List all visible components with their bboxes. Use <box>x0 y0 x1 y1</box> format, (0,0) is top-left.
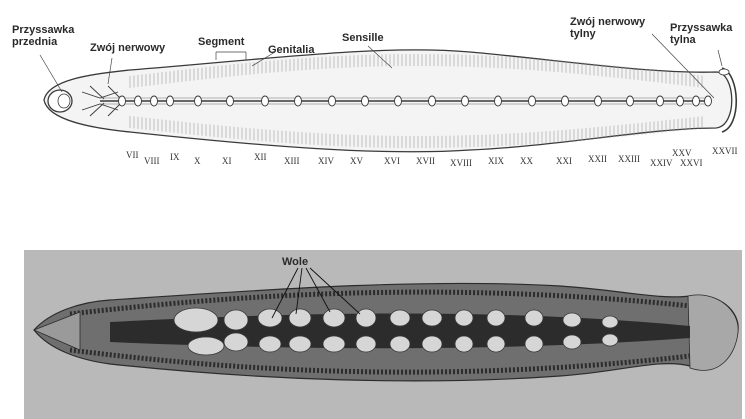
crop-caecum <box>224 310 248 330</box>
crop-caecum <box>525 310 543 326</box>
crop-caecum <box>602 316 618 328</box>
crop-caecum <box>323 336 345 352</box>
crop-caecum <box>390 310 410 326</box>
crop-caecum <box>455 310 473 326</box>
crop-caecum <box>224 333 248 351</box>
crop-caecum <box>563 313 581 327</box>
crop-caecum <box>188 337 224 355</box>
crop-caecum <box>602 334 618 346</box>
crop-caecum <box>487 310 505 326</box>
crop-caecum <box>258 309 282 327</box>
crop-caecum <box>323 309 345 327</box>
crop-caecum <box>422 336 442 352</box>
crop-caecum <box>356 309 376 327</box>
label-crop: Wole <box>282 256 308 268</box>
crop-caecum <box>525 336 543 352</box>
crop-caecum <box>289 336 311 352</box>
crop-caecum <box>422 310 442 326</box>
crop-caecum <box>455 336 473 352</box>
crop-caecum <box>356 336 376 352</box>
crop-caecum <box>390 336 410 352</box>
crop-caecum <box>563 335 581 349</box>
crop-caecum <box>174 308 218 332</box>
crop-caecum <box>487 336 505 352</box>
crop-caecum <box>289 309 311 327</box>
crop-caecum <box>259 336 281 352</box>
